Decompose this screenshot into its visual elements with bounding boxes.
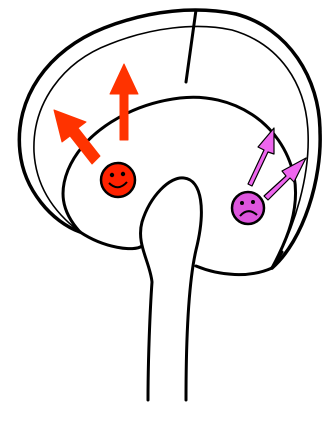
limbic-curve xyxy=(63,97,296,274)
hemisphere-divider xyxy=(186,10,196,82)
sad-face-icon xyxy=(232,192,264,224)
left-region-arrows xyxy=(54,64,138,164)
happy-arrow-vertical xyxy=(110,64,138,140)
sad-arrow-lower xyxy=(264,158,306,200)
brainstem xyxy=(141,178,202,400)
happy-face-icon xyxy=(101,163,135,197)
sad-arrow-upper xyxy=(248,128,274,186)
